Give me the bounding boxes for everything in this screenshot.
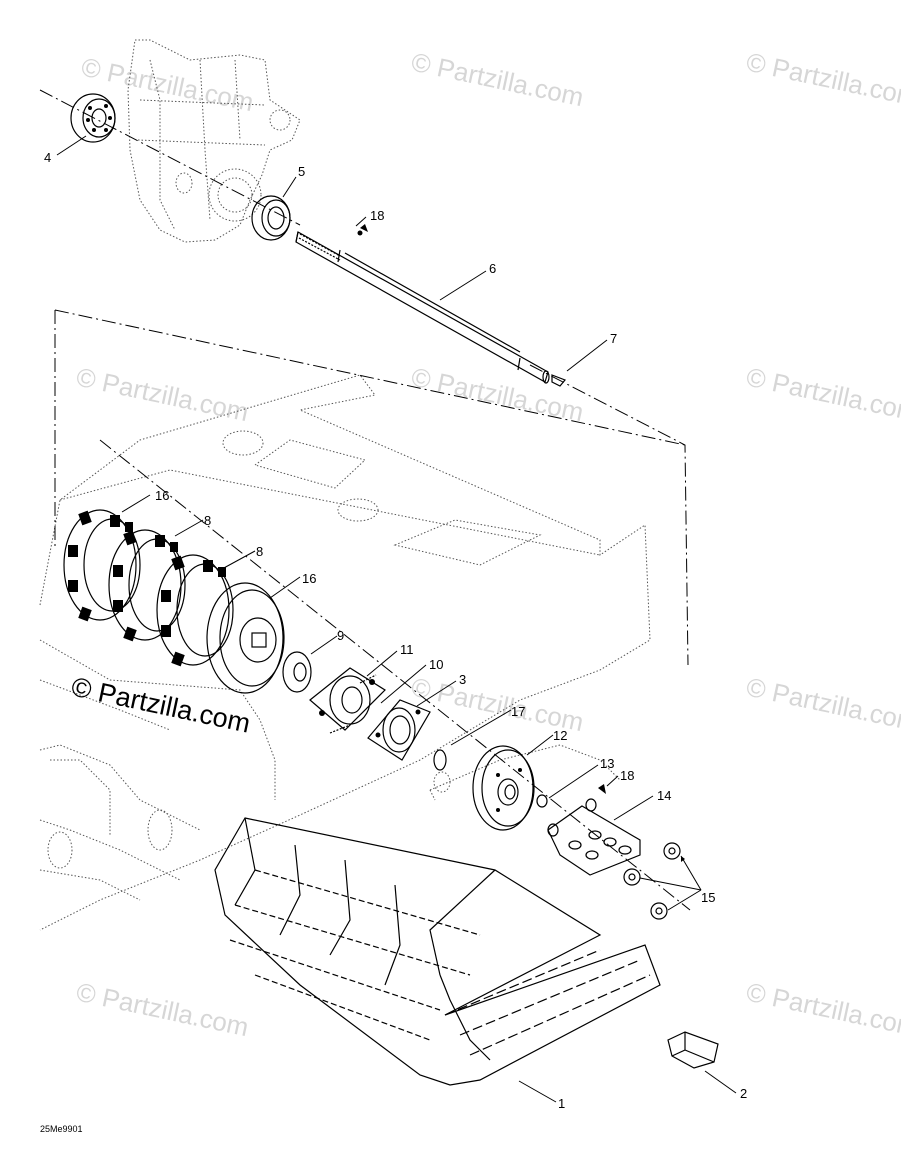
leader-lines xyxy=(56,135,737,1103)
callout-16: 16 xyxy=(302,571,316,586)
callout-4: 4 xyxy=(44,150,51,165)
part-13-nut xyxy=(536,794,548,808)
part-15-nuts xyxy=(623,842,681,920)
part-2-track-clip xyxy=(667,1031,719,1069)
part-9-spacer xyxy=(282,651,312,693)
callout-7: 7 xyxy=(610,331,617,346)
callout-18: 18 xyxy=(620,768,634,783)
part-16-sprocket-left xyxy=(63,509,141,622)
callout-10: 10 xyxy=(429,657,443,672)
part-4-bearing xyxy=(70,93,116,143)
part-18-grease-fitting-lower xyxy=(598,784,606,794)
watermark: © Partzilla.com xyxy=(744,672,901,738)
part-11-stud xyxy=(329,674,377,734)
callout-5: 5 xyxy=(298,164,305,179)
part-7-clip xyxy=(551,374,566,387)
part-10-bearing-housing xyxy=(309,667,386,731)
part-5-washer xyxy=(251,195,291,241)
watermark: © Partzilla.com xyxy=(744,977,901,1043)
callout-3: 3 xyxy=(459,672,466,687)
callout-17: 17 xyxy=(511,704,525,719)
callout-6: 6 xyxy=(489,261,496,276)
callout-12: 12 xyxy=(553,728,567,743)
watermark: © Partzilla.com xyxy=(409,47,587,113)
part-8-drive-wheel-b xyxy=(156,554,234,667)
chaincase-housing xyxy=(127,39,301,243)
brand-watermark: © Partzilla.com xyxy=(69,672,253,739)
watermark: © Partzilla.com xyxy=(74,977,252,1043)
part-3-flange xyxy=(367,699,431,761)
part-14-guard xyxy=(547,798,641,876)
callout-9: 9 xyxy=(337,628,344,643)
callout-18: 18 xyxy=(370,208,384,223)
callout-labels: 1 2 3 4 5 6 7 8 8 9 10 11 12 13 14 15 16… xyxy=(44,150,747,1111)
watermark: © Partzilla.com xyxy=(74,362,252,428)
callout-16: 16 xyxy=(155,488,169,503)
watermark-layer: © Partzilla.com © Partzilla.com © Partzi… xyxy=(74,47,901,1043)
callout-11: 11 xyxy=(400,642,414,657)
part-17-o-ring xyxy=(433,749,451,793)
callout-2: 2 xyxy=(740,1086,747,1101)
part-18-grease-fitting-upper xyxy=(360,224,368,232)
part-6-drive-axle xyxy=(295,230,550,384)
part-16-sprocket-right xyxy=(206,582,285,694)
callout-1: 1 xyxy=(558,1096,565,1111)
part-12-end-plate xyxy=(472,745,535,831)
callout-13: 13 xyxy=(600,756,614,771)
watermark: © Partzilla.com xyxy=(744,47,901,113)
part-8-drive-wheel-a xyxy=(108,529,186,642)
diagram-code: 25Me9901 xyxy=(40,1124,83,1134)
callout-14: 14 xyxy=(657,788,671,803)
part-1-track xyxy=(214,817,661,1086)
watermark: © Partzilla.com xyxy=(409,362,587,428)
callout-8: 8 xyxy=(256,544,263,559)
tunnel xyxy=(39,374,651,931)
watermark: © Partzilla.com xyxy=(744,362,901,428)
callout-8: 8 xyxy=(204,513,211,528)
callout-15: 15 xyxy=(701,890,715,905)
